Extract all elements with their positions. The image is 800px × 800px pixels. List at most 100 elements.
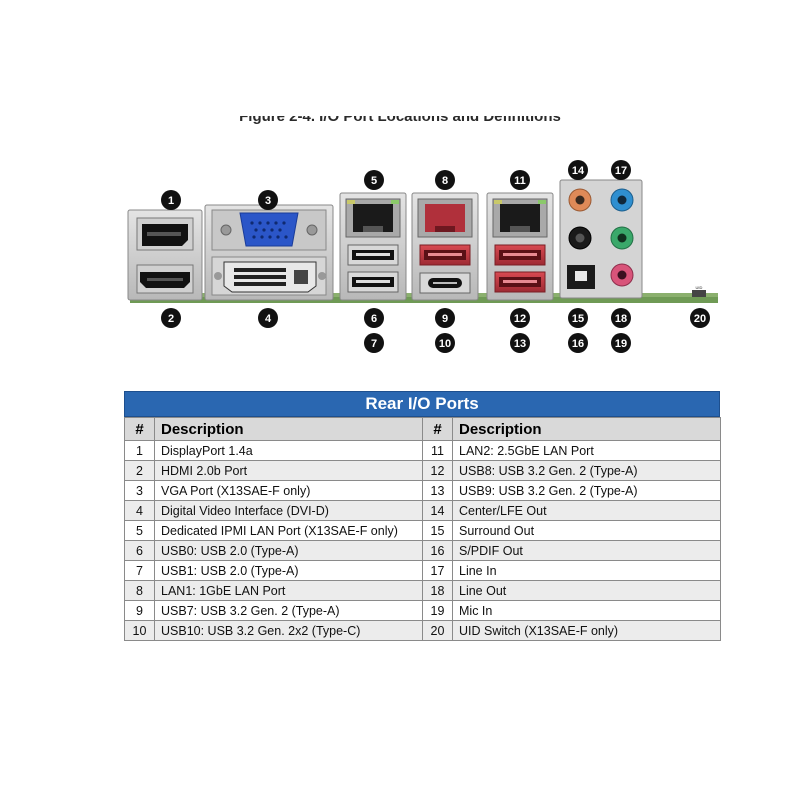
port-description: USB7: USB 3.2 Gen. 2 (Type-A) <box>154 600 423 621</box>
callout-12: 12 <box>510 308 530 328</box>
port-number: 18 <box>422 580 453 601</box>
lan2-usb8-usb9-stack <box>486 192 554 301</box>
callout-13: 13 <box>510 333 530 353</box>
port-number: 9 <box>124 600 155 621</box>
svg-text:6: 6 <box>371 313 377 325</box>
port-number: 11 <box>422 440 453 461</box>
svg-text:19: 19 <box>615 338 627 350</box>
svg-text:3: 3 <box>265 195 271 207</box>
port-number: 13 <box>422 480 453 501</box>
callout-15: 15 <box>568 308 588 328</box>
port-description: Surround Out <box>452 520 721 541</box>
callout-7: 7 <box>364 333 384 353</box>
callout-11: 11 <box>510 170 530 190</box>
port-description: USB1: USB 2.0 (Type-A) <box>154 560 423 581</box>
port-number: 10 <box>124 620 155 641</box>
port-description: USB10: USB 3.2 Gen. 2x2 (Type-C) <box>154 620 423 641</box>
table-row: 2 HDMI 2.0b Port 12 USB8: USB 3.2 Gen. 2… <box>124 460 721 481</box>
table-row: 1 DisplayPort 1.4a 11 LAN2: 2.5GbE LAN P… <box>124 440 721 461</box>
port-number: 12 <box>422 460 453 481</box>
callout-2: 2 <box>161 308 181 328</box>
port-number: 15 <box>422 520 453 541</box>
svg-text:18: 18 <box>615 313 627 325</box>
callout-19: 19 <box>611 333 631 353</box>
port-description: Center/LFE Out <box>452 500 721 521</box>
callout-9: 9 <box>435 308 455 328</box>
callout-8: 8 <box>435 170 455 190</box>
port-description: Dedicated IPMI LAN Port (X13SAE-F only) <box>154 520 423 541</box>
table-row: 9 USB7: USB 3.2 Gen. 2 (Type-A) 19 Mic I… <box>124 600 721 621</box>
port-number: 3 <box>124 480 155 501</box>
port-number: 19 <box>422 600 453 621</box>
port-description: LAN1: 1GbE LAN Port <box>154 580 423 601</box>
table-title: Rear I/O Ports <box>124 391 720 417</box>
uid-board-label: UID <box>696 285 703 290</box>
svg-text:4: 4 <box>265 313 272 325</box>
port-number: 14 <box>422 500 453 521</box>
port-number: 6 <box>124 540 155 561</box>
port-number: 2 <box>124 460 155 481</box>
audio-stack <box>559 179 643 299</box>
svg-text:12: 12 <box>514 313 526 325</box>
port-description: DisplayPort 1.4a <box>154 440 423 461</box>
port-number: 8 <box>124 580 155 601</box>
port-description: Mic In <box>452 600 721 621</box>
svg-text:10: 10 <box>439 338 451 350</box>
port-description: USB8: USB 3.2 Gen. 2 (Type-A) <box>452 460 721 481</box>
callout-20: 20 <box>690 308 710 328</box>
port-description: USB9: USB 3.2 Gen. 2 (Type-A) <box>452 480 721 501</box>
port-description: LAN2: 2.5GbE LAN Port <box>452 440 721 461</box>
port-description: Line In <box>452 560 721 581</box>
table-row: 10 USB10: USB 3.2 Gen. 2x2 (Type-C) 20 U… <box>124 620 721 641</box>
svg-text:5: 5 <box>371 175 377 187</box>
callout-18: 18 <box>611 308 631 328</box>
svg-text:13: 13 <box>514 338 526 350</box>
table-row: 4 Digital Video Interface (DVI-D) 14 Cen… <box>124 500 721 521</box>
dp-hdmi-stack <box>127 209 203 301</box>
callout-1: 1 <box>161 190 181 210</box>
table-row: 8 LAN1: 1GbE LAN Port 18 Line Out <box>124 580 721 601</box>
table-row: 3 VGA Port (X13SAE-F only) 13 USB9: USB … <box>124 480 721 501</box>
ipmi-lan-usb-stack <box>339 192 407 301</box>
callout-17: 17 <box>611 160 631 180</box>
vga-connector <box>239 212 299 247</box>
io-port-diagram: UID 1 2 3 4 5 6 7 8 9 10 11 12 13 14 15 … <box>127 160 718 353</box>
port-number: 20 <box>422 620 453 641</box>
header-num-left: # <box>124 417 155 441</box>
port-description: Digital Video Interface (DVI-D) <box>154 500 423 521</box>
figure-title: Figure 2-4. I/O Port Locations and Defin… <box>239 116 561 125</box>
table-row: 7 USB1: USB 2.0 (Type-A) 17 Line In <box>124 560 721 581</box>
svg-text:7: 7 <box>371 338 377 350</box>
port-description: Line Out <box>452 580 721 601</box>
port-number: 5 <box>124 520 155 541</box>
svg-text:17: 17 <box>615 165 627 177</box>
vga-dvi-stack <box>204 204 334 301</box>
callout-16: 16 <box>568 333 588 353</box>
port-number: 1 <box>124 440 155 461</box>
table-row: 6 USB0: USB 2.0 (Type-A) 16 S/PDIF Out <box>124 540 721 561</box>
svg-text:11: 11 <box>514 175 526 187</box>
svg-text:14: 14 <box>572 165 585 177</box>
port-number: 7 <box>124 560 155 581</box>
svg-text:16: 16 <box>572 338 584 350</box>
port-number: 4 <box>124 500 155 521</box>
svg-text:15: 15 <box>572 313 584 325</box>
port-description: VGA Port (X13SAE-F only) <box>154 480 423 501</box>
port-description: UID Switch (X13SAE-F only) <box>452 620 721 641</box>
svg-text:8: 8 <box>442 175 448 187</box>
rear-io-ports-table: Rear I/O Ports # Description # Descripti… <box>124 391 721 641</box>
table-row: 5 Dedicated IPMI LAN Port (X13SAE-F only… <box>124 520 721 541</box>
svg-text:9: 9 <box>442 313 448 325</box>
table-header-row: # Description # Description <box>124 417 721 441</box>
callout-3: 3 <box>258 190 278 210</box>
port-description: USB0: USB 2.0 (Type-A) <box>154 540 423 561</box>
callout-4: 4 <box>258 308 278 328</box>
port-number: 16 <box>422 540 453 561</box>
callout-5: 5 <box>364 170 384 190</box>
svg-text:20: 20 <box>694 313 706 325</box>
svg-text:2: 2 <box>168 313 174 325</box>
uid-switch: UID <box>692 285 706 297</box>
svg-text:1: 1 <box>168 195 174 207</box>
port-number: 17 <box>422 560 453 581</box>
callout-10: 10 <box>435 333 455 353</box>
